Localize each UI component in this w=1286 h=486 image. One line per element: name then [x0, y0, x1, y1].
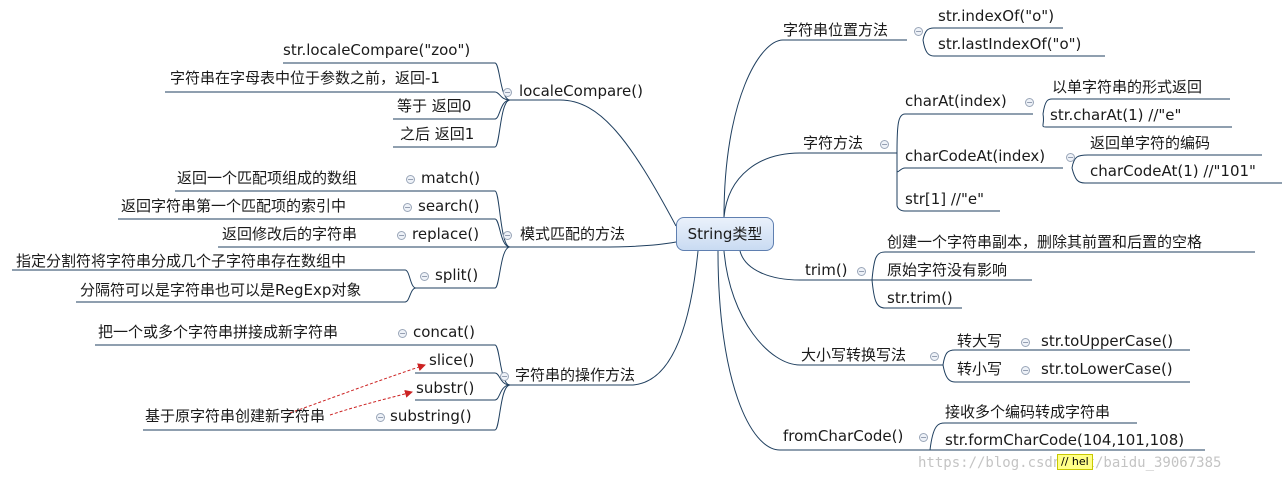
collapse-icon[interactable] [919, 433, 928, 442]
match-node[interactable]: match() [421, 169, 481, 187]
tolowercase-node: str.toLowerCase() [1041, 360, 1173, 378]
collapse-icon[interactable] [403, 203, 412, 212]
branch-position-methods[interactable]: 字符串位置方法 [783, 21, 889, 39]
collapse-icon[interactable] [503, 88, 512, 97]
search-desc: 返回字符串第一个匹配项的索引中 [121, 197, 347, 215]
collapse-icon[interactable] [880, 140, 889, 149]
concat-node[interactable]: concat() [413, 323, 475, 341]
trim-note: 原始字符没有影响 [887, 261, 1008, 279]
lastindexof-node[interactable]: str.lastIndexOf("o") [938, 35, 1082, 53]
concat-desc: 把一个或多个字符串拼接成新字符串 [98, 323, 339, 341]
substr-node[interactable]: substr() [416, 379, 475, 397]
branch-trim[interactable]: trim() [805, 261, 848, 279]
match-desc: 返回一个匹配项组成的数组 [177, 169, 358, 187]
central-topic[interactable]: String类型 [676, 217, 774, 251]
charat-desc: 以单字符串的形式返回 [1052, 78, 1203, 96]
collapse-icon[interactable] [1021, 338, 1030, 347]
collapse-icon[interactable] [406, 175, 415, 184]
split-desc-2: 分隔符可以是字符串也可以是RegExp对象 [80, 281, 362, 299]
touppercase-node: str.toUpperCase() [1041, 332, 1174, 350]
search-node[interactable]: search() [418, 197, 480, 215]
substring-node[interactable]: substring() [390, 407, 472, 425]
collapse-icon[interactable] [420, 272, 429, 281]
branch-char-methods[interactable]: 字符方法 [803, 134, 864, 152]
substring-desc: 基于原字符串创建新字符串 [145, 407, 326, 425]
uppercase-label: 转大写 [957, 332, 1003, 350]
lowercase-label: 转小写 [957, 360, 1003, 378]
localecompare-equal: 等于 返回0 [397, 97, 472, 115]
charat-example: str.charAt(1) //"e" [1050, 106, 1182, 124]
branch-case-conversion[interactable]: 大小写转换写法 [801, 346, 907, 364]
branch-localecompare[interactable]: localeCompare() [519, 82, 643, 100]
split-desc-1: 指定分割符将字符串分成几个子字符串存在数组中 [16, 252, 347, 270]
indexof-node[interactable]: str.indexOf("o") [938, 7, 1055, 25]
split-node[interactable]: split() [435, 266, 479, 284]
collapse-icon[interactable] [1066, 153, 1075, 162]
localecompare-before: 字符串在字母表中位于参数之前，返回-1 [170, 69, 440, 87]
branch-pattern-matching[interactable]: 模式匹配的方法 [520, 225, 626, 243]
localecompare-after: 之后 返回1 [400, 125, 475, 143]
collapse-icon[interactable] [398, 329, 407, 338]
collapse-icon[interactable] [857, 267, 866, 276]
tooltip: // hel [1057, 454, 1093, 470]
replace-node[interactable]: replace() [412, 225, 480, 243]
collapse-icon[interactable] [397, 231, 406, 240]
localecompare-example: str.localeCompare("zoo") [283, 41, 471, 59]
trim-example: str.trim() [887, 289, 953, 307]
replace-desc: 返回修改后的字符串 [222, 225, 358, 243]
charcodeat-node[interactable]: charCodeAt(index) [905, 147, 1046, 165]
fromcharcode-desc: 接收多个编码转成字符串 [945, 403, 1111, 421]
collapse-icon[interactable] [930, 352, 939, 361]
charat-node[interactable]: charAt(index) [905, 92, 1007, 110]
collapse-icon[interactable] [1025, 98, 1034, 107]
collapse-icon[interactable] [1021, 366, 1030, 375]
bracket-access-node: str[1] //"e" [905, 190, 985, 208]
slice-node[interactable]: slice() [429, 351, 475, 369]
collapse-icon[interactable] [500, 372, 509, 381]
branch-string-operations[interactable]: 字符串的操作方法 [515, 366, 636, 384]
fromcharcode-example: str.formCharCode(104,101,108) [945, 431, 1185, 449]
branch-fromcharcode[interactable]: fromCharCode() [783, 427, 904, 445]
collapse-icon[interactable] [376, 413, 385, 422]
collapse-icon[interactable] [914, 27, 923, 36]
trim-desc: 创建一个字符串副本，删除其前置和后置的空格 [887, 233, 1203, 251]
charcodeat-desc: 返回单字符的编码 [1090, 134, 1211, 152]
collapse-icon[interactable] [503, 231, 512, 240]
charcodeat-example: charCodeAt(1) //"101" [1090, 162, 1256, 180]
